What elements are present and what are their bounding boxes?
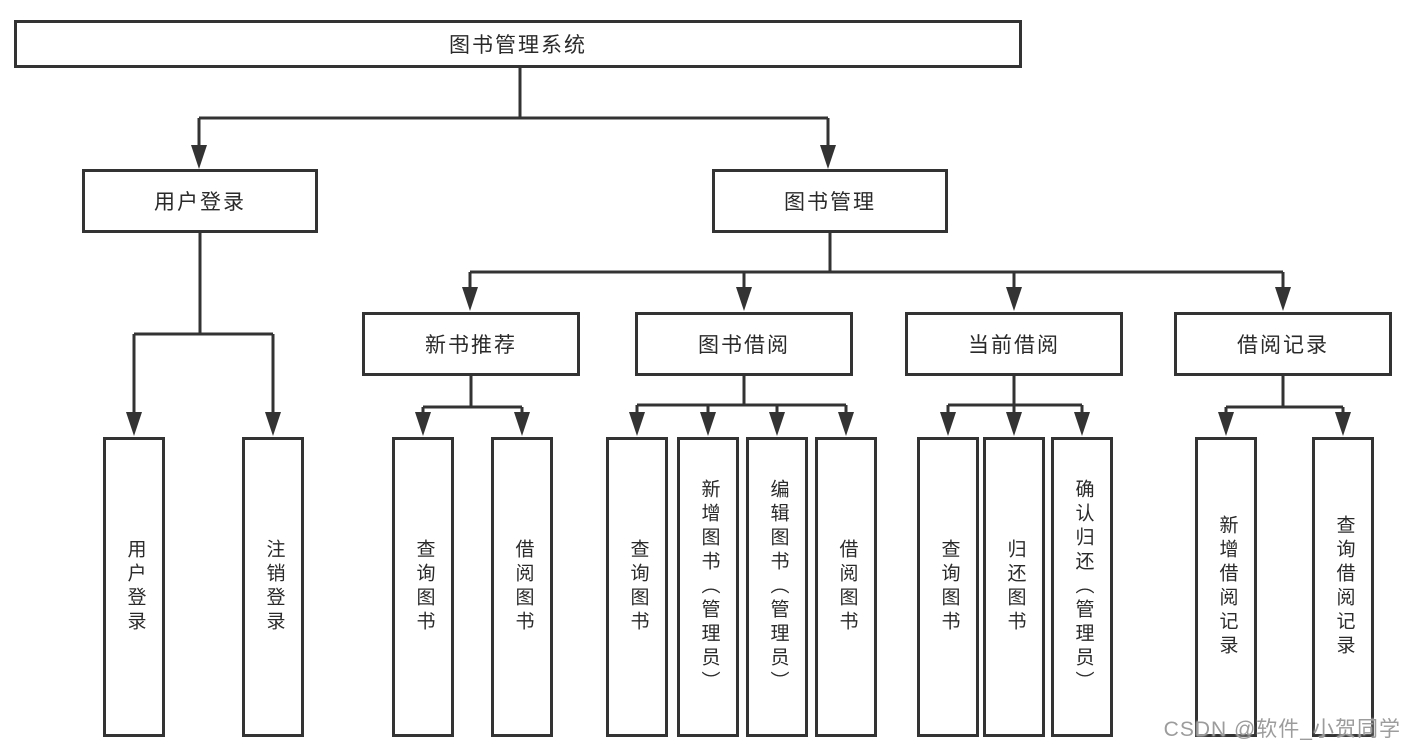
connector-root-to-level2 — [197, 68, 830, 149]
arrow-to-user-login — [191, 145, 207, 169]
node-nbr-query-label: 查询图书 — [413, 539, 435, 635]
arrow-to-cb-confirm — [1074, 412, 1090, 436]
node-book-borrow-label: 图书借阅 — [698, 334, 790, 357]
arrowheads — [126, 145, 1351, 436]
node-logout-leaf-label: 注销登录 — [263, 539, 285, 635]
arrow-to-user-login-leaf — [126, 412, 142, 436]
arrow-to-nbr-query — [415, 412, 431, 436]
node-br-add-label: 新增借阅记录 — [1216, 515, 1238, 659]
arrow-to-book-borrow — [736, 287, 752, 311]
node-current-borrow-label: 当前借阅 — [968, 334, 1060, 357]
arrow-to-current-borrow — [1006, 287, 1022, 311]
node-nbr-borrow-box: 借阅图书 — [491, 437, 553, 737]
node-cb-query-label: 查询图书 — [938, 539, 960, 635]
node-bb-add-box: 新增图书（管理员） — [677, 437, 739, 737]
arrow-to-br-add — [1218, 412, 1234, 436]
csdn-watermark: CSDN @软件_小贺同学 — [1163, 718, 1401, 741]
node-cb-return-label: 归还图书 — [1004, 539, 1026, 635]
node-br-query-label: 查询借阅记录 — [1333, 515, 1355, 659]
arrow-to-br-query — [1335, 412, 1351, 436]
node-user-login-leaf-label: 用户登录 — [124, 539, 146, 635]
node-bb-edit-box: 编辑图书（管理员） — [746, 437, 808, 737]
node-root-box: 图书管理系统 — [14, 20, 1022, 68]
node-cb-query-box: 查询图书 — [917, 437, 979, 737]
arrow-to-bb-borrow — [838, 412, 854, 436]
node-nbr-borrow-label: 借阅图书 — [512, 539, 534, 635]
node-cb-return-box: 归还图书 — [983, 437, 1045, 737]
arrow-to-book-mgmt — [820, 145, 836, 169]
arrow-to-logout-leaf — [265, 412, 281, 436]
node-bb-borrow-label: 借阅图书 — [836, 539, 858, 635]
node-cb-confirm-box: 确认归还（管理员） — [1051, 437, 1113, 737]
arrow-to-cb-return — [1006, 412, 1022, 436]
arrow-to-new-book-rec — [462, 287, 478, 311]
node-user-login-label: 用户登录 — [154, 191, 246, 214]
arrow-to-borrow-record — [1275, 287, 1291, 311]
node-new-book-rec-box: 新书推荐 — [362, 312, 580, 376]
node-br-query-box: 查询借阅记录 — [1312, 437, 1374, 737]
node-borrow-record-label: 借阅记录 — [1237, 334, 1329, 357]
node-br-add-box: 新增借阅记录 — [1195, 437, 1257, 737]
node-bb-query-box: 查询图书 — [606, 437, 668, 737]
node-book-mgmt-label: 图书管理 — [784, 191, 876, 214]
arrow-to-nbr-borrow — [514, 412, 530, 436]
node-bb-add-label: 新增图书（管理员） — [698, 479, 720, 695]
node-borrow-record-box: 借阅记录 — [1174, 312, 1392, 376]
connector-new-book-rec-to-leaves — [421, 376, 524, 416]
node-user-login-leaf-box: 用户登录 — [103, 437, 165, 737]
node-cb-confirm-label: 确认归还（管理员） — [1072, 479, 1094, 695]
arrow-to-bb-query — [629, 412, 645, 436]
arrow-to-bb-edit — [769, 412, 785, 436]
arrow-to-cb-query — [940, 412, 956, 436]
connector-current-borrow-to-leaves — [946, 376, 1084, 416]
connector-book-mgmt-to-level3 — [468, 233, 1285, 291]
node-logout-leaf-box: 注销登录 — [242, 437, 304, 737]
node-bb-borrow-box: 借阅图书 — [815, 437, 877, 737]
node-root-label: 图书管理系统 — [449, 34, 587, 57]
node-current-borrow-box: 当前借阅 — [905, 312, 1123, 376]
node-new-book-rec-label: 新书推荐 — [425, 334, 517, 357]
node-bb-edit-label: 编辑图书（管理员） — [767, 479, 789, 695]
arrow-to-bb-add — [700, 412, 716, 436]
node-nbr-query-box: 查询图书 — [392, 437, 454, 737]
node-book-mgmt-box: 图书管理 — [712, 169, 948, 233]
node-bb-query-label: 查询图书 — [627, 539, 649, 635]
node-user-login-box: 用户登录 — [82, 169, 318, 233]
connector-book-borrow-to-leaves — [635, 376, 848, 416]
node-book-borrow-box: 图书借阅 — [635, 312, 853, 376]
connector-borrow-record-to-leaves — [1224, 376, 1345, 416]
connector-user-login-to-leaves — [132, 233, 275, 416]
